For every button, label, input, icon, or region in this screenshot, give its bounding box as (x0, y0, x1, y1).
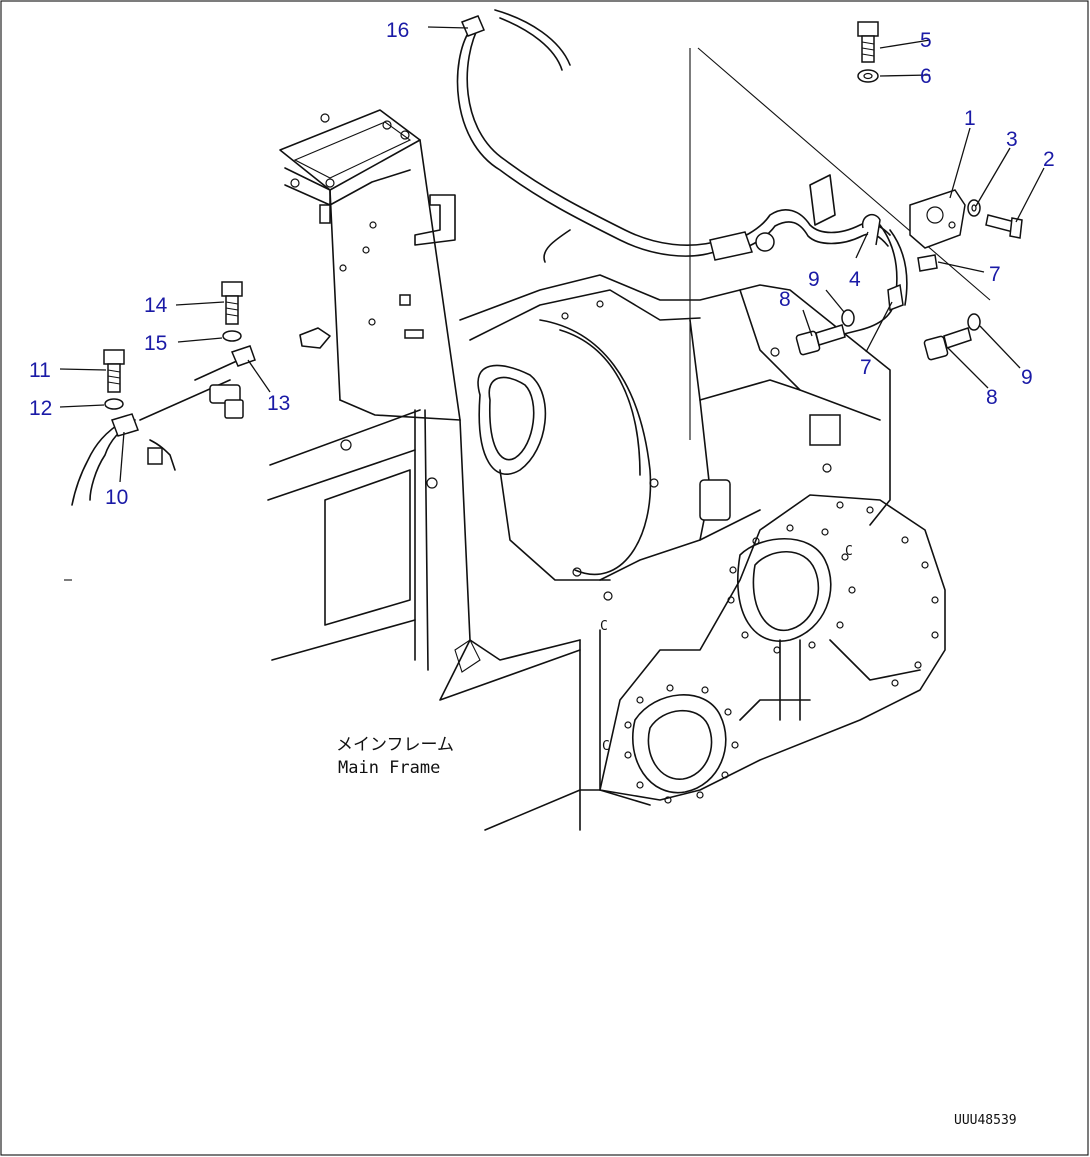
callout-8-right: 8 (986, 386, 998, 409)
bolt-8a (795, 324, 846, 356)
bolt-11 (103, 349, 125, 393)
reference-line (697, 47, 991, 301)
main-frame-label-jp: メインフレーム (336, 735, 454, 755)
callout-8-left: 8 (779, 288, 791, 311)
callout-16: 16 (386, 19, 409, 42)
main-frame-label-en: Main Frame (338, 758, 440, 778)
clip-16 (461, 15, 485, 37)
bolt-5 (857, 21, 879, 63)
callout-13: 13 (267, 392, 290, 415)
callout-12: 12 (29, 397, 52, 420)
callout-7-lower: 7 (860, 356, 872, 379)
nut-15 (222, 330, 242, 342)
callout-7-upper: 7 (989, 263, 1001, 286)
bolt-2 (985, 214, 1023, 239)
svg-text:C: C (602, 739, 610, 754)
main-frame-body: C C C (267, 109, 946, 831)
callout-6: 6 (920, 65, 932, 88)
clamp-7a (917, 254, 938, 272)
wiring-harness (71, 9, 908, 506)
nut-6 (857, 69, 879, 83)
svg-text:C: C (600, 619, 608, 634)
callout-3: 3 (1006, 128, 1018, 151)
callout-5: 5 (920, 29, 932, 52)
callout-9-right: 9 (1021, 366, 1033, 389)
bolt-14 (221, 281, 243, 325)
washer-12 (104, 398, 124, 410)
callout-4: 4 (849, 268, 861, 291)
callout-1: 1 (964, 107, 976, 130)
bolt-8b (923, 327, 972, 361)
clamp-4 (861, 213, 881, 246)
leader-lines (59, 26, 1045, 483)
callout-10: 10 (105, 486, 128, 509)
washer-9a (841, 309, 855, 327)
callout-2: 2 (1043, 148, 1055, 171)
drawing-code: UUU48539 (954, 1113, 1017, 1128)
callout-9-left: 9 (808, 268, 820, 291)
washer-9b (967, 313, 981, 331)
clamp-13 (230, 345, 256, 367)
callout-11: 11 (29, 359, 51, 382)
clamp-10 (111, 413, 139, 437)
bracket-1 (909, 189, 966, 249)
callout-14: 14 (144, 294, 168, 317)
callout-15: 15 (144, 332, 167, 355)
svg-text:C: C (845, 544, 853, 559)
callouts: 1 2 3 4 5 6 7 7 8 8 9 9 10 11 12 13 14 1… (29, 19, 1055, 509)
